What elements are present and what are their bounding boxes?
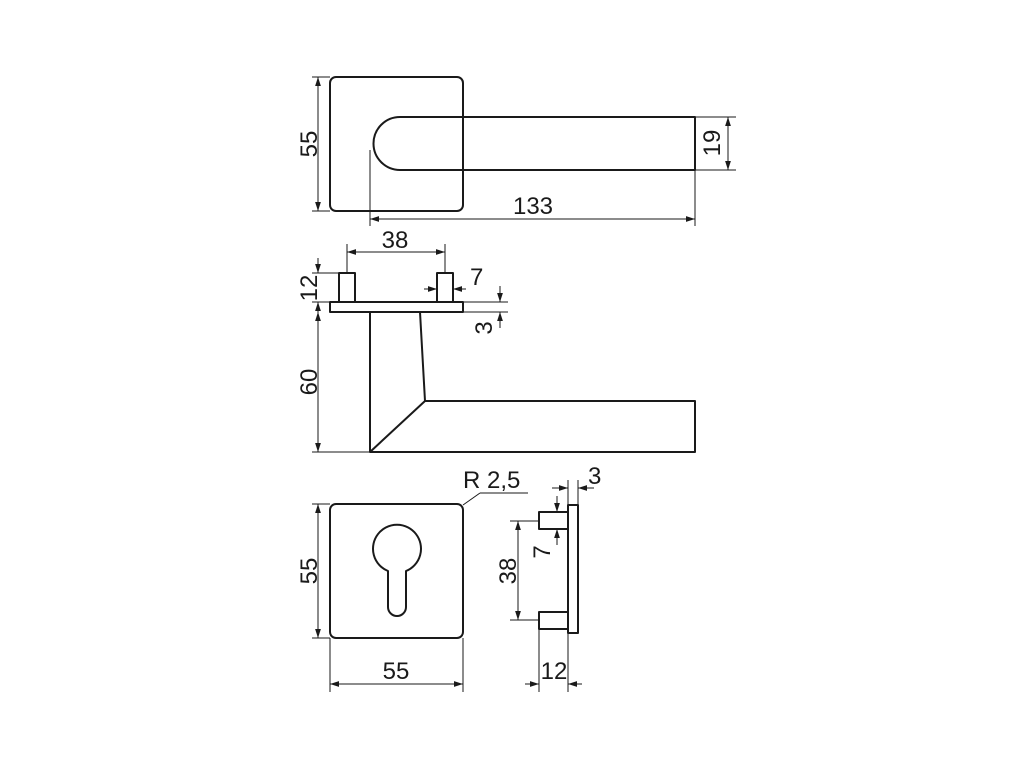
cylinder-keyhole	[372, 523, 422, 617]
dim-plate-thickness: 3	[588, 463, 601, 490]
dim-escutcheon-height: 55	[296, 558, 323, 585]
dim-lever-length: 133	[513, 193, 553, 220]
dim-escutcheon-pin-spacing: 38	[495, 558, 522, 585]
top-view: 55 19 133	[296, 76, 736, 226]
dim-pin-height: 12	[296, 275, 323, 302]
escutcheon-pin-top	[538, 511, 569, 530]
rose-pin-right	[436, 272, 454, 303]
dim-rose-thickness: 3	[471, 321, 498, 334]
dim-escutcheon-depth: 12	[541, 658, 568, 685]
escutcheon-plate	[329, 503, 464, 639]
dim-corner-radius: R 2,5	[463, 467, 520, 494]
dim-lever-height: 60	[296, 369, 323, 396]
lever-rose-plate	[329, 76, 464, 212]
lever-handle-side	[369, 311, 696, 453]
dim-pin-diameter: 7	[470, 264, 483, 291]
escutcheon-plate-side	[567, 504, 579, 634]
rose-plate-side	[329, 301, 464, 313]
dim-lever-thickness: 19	[699, 130, 726, 157]
leader-line-corner-radius	[462, 492, 481, 506]
dim-escutcheon-width: 55	[383, 658, 410, 685]
escutcheon-pin-bottom	[538, 611, 569, 630]
dim-rose-height: 55	[296, 131, 323, 158]
lever-bevel-edge	[369, 400, 426, 453]
escutcheon-side-view: 3 7 38 12	[495, 463, 601, 692]
rose-pin-left	[338, 272, 356, 303]
side-view: 38 12 7 3 60	[296, 227, 696, 453]
dim-pin-spacing: 38	[382, 227, 409, 254]
dim-escutcheon-pin-diameter: 7	[529, 545, 556, 558]
lever-handle-top	[372, 116, 696, 171]
escutcheon-front-view: R 2,5 55 55	[296, 467, 528, 692]
